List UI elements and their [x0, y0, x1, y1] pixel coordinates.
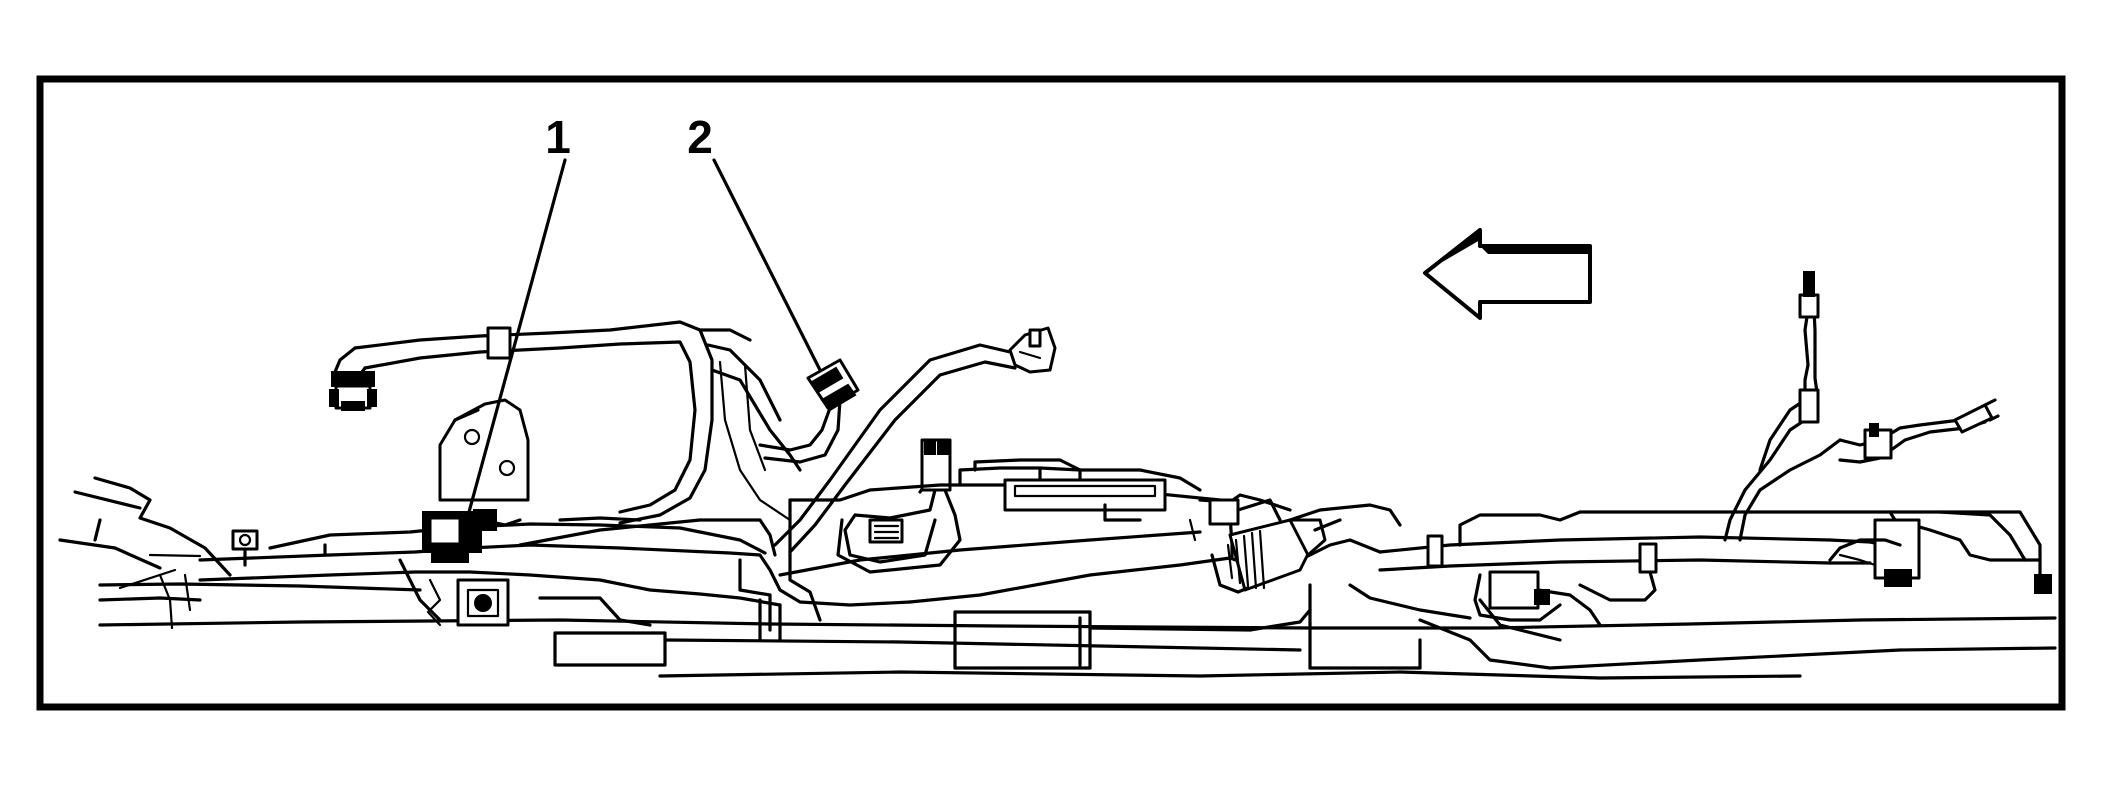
upper-harness-loop — [353, 320, 802, 525]
right-module — [1458, 510, 2052, 627]
callout-2-label: 2 — [687, 111, 713, 163]
mounting-bracket — [426, 398, 530, 627]
callout-1: 1 — [467, 111, 571, 514]
center-housing — [738, 458, 1292, 642]
diagram-frame — [36, 75, 2066, 711]
grommet-connector — [1210, 503, 1402, 594]
misc-details — [148, 503, 1197, 627]
floor-structure — [98, 568, 2057, 680]
right-branch-wires — [1723, 271, 2000, 542]
callout-2: 2 — [687, 111, 822, 372]
floor-pan-left — [58, 476, 232, 630]
hanging-connector-center — [836, 438, 962, 574]
connector-1 — [422, 509, 522, 563]
callout-1-label: 1 — [545, 111, 571, 163]
hanging-connector-left — [329, 346, 377, 411]
connector-2 — [758, 358, 860, 464]
main-harness — [198, 518, 1902, 607]
upper-connector-middle — [773, 326, 1057, 554]
left-arrow-icon — [1423, 228, 1592, 320]
